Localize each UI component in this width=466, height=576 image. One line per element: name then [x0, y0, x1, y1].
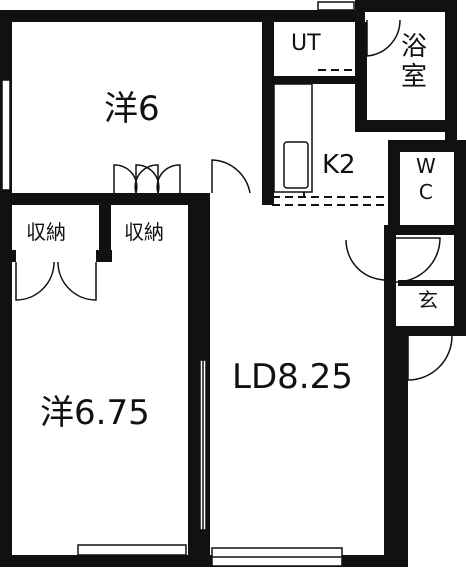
utility-label: UT: [291, 31, 321, 56]
living-dining-label: LD8.25: [232, 357, 353, 397]
western-room-b-label: 洋6.75: [40, 393, 150, 433]
entrance-label: 玄: [418, 288, 438, 312]
wc-label-line1: W: [416, 154, 436, 178]
bath-label-line2: 室: [401, 62, 428, 92]
windows: [1, 1, 355, 567]
storage-a-label: 収納: [26, 220, 66, 244]
doors: [15, 19, 453, 381]
wc-label: W C: [416, 156, 436, 202]
wc-label-line2: C: [418, 180, 433, 204]
western-room-a-label: 洋6: [104, 89, 160, 129]
bath-label: 浴 室: [401, 34, 427, 90]
storage-b-label: 収納: [124, 220, 164, 244]
bath-label-line1: 浴: [401, 32, 428, 62]
kitchen-label: K2: [322, 150, 356, 180]
kitchen-counter: [273, 83, 313, 193]
